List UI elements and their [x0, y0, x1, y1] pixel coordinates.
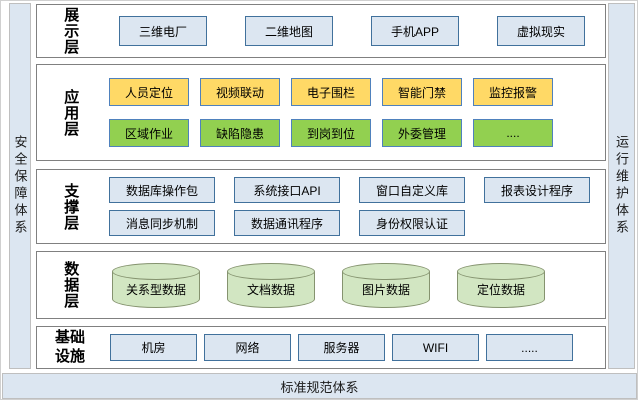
layer-label: 应用层 — [62, 88, 80, 137]
support-box: 消息同步机制 — [109, 210, 215, 236]
cylinder-label: 文档数据 — [246, 283, 295, 297]
layer-content: 机房 网络 服务器 WIFI ..... — [103, 327, 605, 368]
presentation-row: 三维电厂 二维地图 手机APP 虚拟现实 — [119, 16, 599, 46]
layer-label: 展示层 — [62, 7, 80, 55]
bottom-rail-standards-system: 标准规范体系 — [2, 373, 637, 399]
infra-box: 网络 — [204, 334, 291, 361]
layer-data: 数据层 关系型数据 文档数据 图片数据 定位数据 — [36, 251, 606, 319]
infrastructure-row: 机房 网络 服务器 WIFI ..... — [110, 334, 599, 361]
presentation-box: 虚拟现实 — [497, 16, 585, 46]
support-box: 数据库操作包 — [109, 177, 215, 203]
infra-box: WIFI — [392, 334, 479, 361]
infra-box: ..... — [486, 334, 573, 361]
support-box: 报表设计程序 — [484, 177, 590, 203]
database-cylinder: 文档数据 — [227, 263, 315, 308]
application-box-green: .... — [473, 119, 553, 147]
presentation-box: 二维地图 — [245, 16, 333, 46]
cylinder-label: 关系型数据 — [125, 283, 186, 297]
layer-application: 应用层 人员定位 视频联动 电子围栏 智能门禁 监控报警 区域作业 缺陷隐患 到… — [36, 64, 606, 161]
support-row-1: 数据库操作包 系统接口API 窗口自定义库 报表设计程序 — [109, 177, 599, 203]
data-row: 关系型数据 文档数据 图片数据 定位数据 — [112, 262, 599, 308]
cylinder-label: 图片数据 — [361, 283, 410, 297]
application-box-green: 缺陷隐患 — [200, 119, 280, 147]
layer-content: 人员定位 视频联动 电子围栏 智能门禁 监控报警 区域作业 缺陷隐患 到岗到位 … — [103, 65, 605, 160]
database-cylinder: 定位数据 — [457, 263, 545, 308]
application-box-green: 外委管理 — [382, 119, 462, 147]
presentation-box: 三维电厂 — [119, 16, 207, 46]
application-box-yellow: 人员定位 — [109, 78, 189, 106]
support-box: 身份权限认证 — [359, 210, 465, 236]
layer-label: 支撑层 — [62, 182, 80, 231]
right-rail-operation-system: 运行维护体系 — [608, 3, 635, 369]
layer-support: 支撑层 数据库操作包 系统接口API 窗口自定义库 报表设计程序 消息同步机制 … — [36, 169, 606, 244]
layer-label: 数据层 — [62, 261, 80, 309]
support-box: 系统接口API — [234, 177, 340, 203]
left-rail-security-system: 安全保障体系 — [9, 3, 31, 369]
layer-label: 基础设施 — [37, 327, 103, 368]
support-box: 数据通讯程序 — [234, 210, 340, 236]
support-box: 窗口自定义库 — [359, 177, 465, 203]
cylinder-label: 定位数据 — [476, 283, 525, 297]
presentation-box: 手机APP — [371, 16, 459, 46]
application-box-green: 区域作业 — [109, 119, 189, 147]
database-cylinder: 图片数据 — [342, 263, 430, 308]
support-row-2: 消息同步机制 数据通讯程序 身份权限认证 — [109, 210, 599, 236]
layer-label-text: 基础设施 — [54, 328, 85, 365]
infra-box: 机房 — [110, 334, 197, 361]
application-row-1: 人员定位 视频联动 电子围栏 智能门禁 监控报警 — [109, 78, 599, 106]
layer-presentation: 展示层 三维电厂 二维地图 手机APP 虚拟现实 — [36, 4, 606, 58]
application-box-yellow: 电子围栏 — [291, 78, 371, 106]
infra-box: 服务器 — [298, 334, 385, 361]
application-box-yellow: 智能门禁 — [382, 78, 462, 106]
application-box-yellow: 视频联动 — [200, 78, 280, 106]
application-row-2: 区域作业 缺陷隐患 到岗到位 外委管理 .... — [109, 119, 599, 147]
application-box-green: 到岗到位 — [291, 119, 371, 147]
layer-content: 数据库操作包 系统接口API 窗口自定义库 报表设计程序 消息同步机制 数据通讯… — [103, 170, 605, 243]
layer-content: 关系型数据 文档数据 图片数据 定位数据 — [103, 252, 605, 318]
database-cylinder: 关系型数据 — [112, 263, 200, 308]
application-box-yellow: 监控报警 — [473, 78, 553, 106]
layer-content: 三维电厂 二维地图 手机APP 虚拟现实 — [103, 5, 605, 57]
layer-infrastructure: 基础设施 机房 网络 服务器 WIFI ..... — [36, 326, 606, 369]
